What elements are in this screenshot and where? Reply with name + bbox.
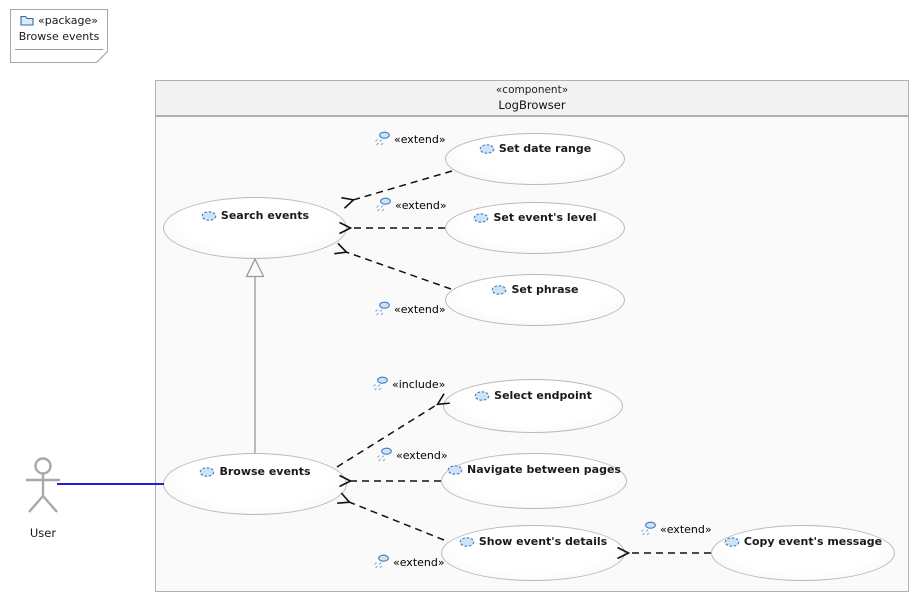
use-case-label: Show event's details [478,535,608,548]
use-case-set-phrase[interactable]: Set phrase [445,274,625,326]
use-case-icon [474,212,489,223]
use-case-show-events-details[interactable]: Show event's details [441,525,625,581]
edge-label-extend-set-phrase[interactable]: «extend» [374,301,446,318]
use-case-browse-events[interactable]: Browse events [163,453,347,515]
edge-label-extend-set-date-range[interactable]: «extend» [374,131,446,148]
extend-relationship-icon [375,131,390,146]
use-case-copy-events-message[interactable]: Copy event's message [711,525,895,581]
note-separator [15,49,103,50]
use-case-label: Navigate between pages [467,463,621,476]
extend-relationship-icon [376,197,391,212]
edge-label-text: «extend» [396,449,448,462]
use-case-label: Search events [220,209,310,222]
edge-label-text: «extend» [394,303,446,316]
component-frame-header[interactable]: «component» LogBrowser [156,81,908,117]
extend-relationship-icon [375,301,390,316]
actor-user-figure[interactable] [26,457,60,513]
edge-label-extend-set-events-level[interactable]: «extend» [375,197,447,214]
use-case-set-events-level[interactable]: Set event's level [445,202,625,254]
edge-label-text: «extend» [660,523,712,536]
edge-label-include-select-endpoint[interactable]: «include» [372,376,445,393]
actor-label: User [29,526,57,540]
use-case-set-date-range[interactable]: Set date range [445,133,625,185]
package-stereotype: «package» [38,14,98,27]
extend-relationship-icon [377,447,392,462]
use-case-select-endpoint[interactable]: Select endpoint [443,379,623,433]
package-note[interactable]: «package» Browse events [10,9,108,63]
use-case-navigate-between-pages[interactable]: Navigate between pages [441,453,627,509]
edge-label-text: «extend» [394,133,446,146]
edge-label-extend-show-events-details[interactable]: «extend» [373,554,445,571]
edge-label-text: «extend» [395,199,447,212]
component-stereotype: «component» [495,84,569,96]
use-case-icon [201,210,217,221]
include-relationship-icon [373,376,388,391]
use-case-icon [724,536,740,547]
component-name: LogBrowser [498,98,566,112]
use-case-icon [474,390,490,401]
note-content: «package» Browse events [10,14,108,43]
use-case-icon [479,143,495,154]
package-folder-icon [20,15,34,26]
edge-label-extend-copy-events-message[interactable]: «extend» [640,521,712,538]
package-name: Browse events [18,30,100,43]
use-case-label: Set phrase [511,283,579,296]
use-case-icon [447,464,463,475]
extend-relationship-icon [374,554,389,569]
edge-label-text: «include» [392,378,446,391]
use-case-icon [459,536,475,547]
use-case-label: Select endpoint [494,389,592,402]
use-case-icon [492,284,507,295]
use-case-label: Set date range [498,142,592,155]
use-case-label: Copy event's message [743,535,883,548]
use-case-label: Browse events [219,465,311,478]
edge-label-text: «extend» [393,556,445,569]
use-case-label: Set event's level [493,211,597,224]
edge-label-extend-navigate-between-pages[interactable]: «extend» [376,447,448,464]
use-case-icon [200,466,215,477]
use-case-search-events[interactable]: Search events [163,197,347,259]
extend-relationship-icon [641,521,656,536]
